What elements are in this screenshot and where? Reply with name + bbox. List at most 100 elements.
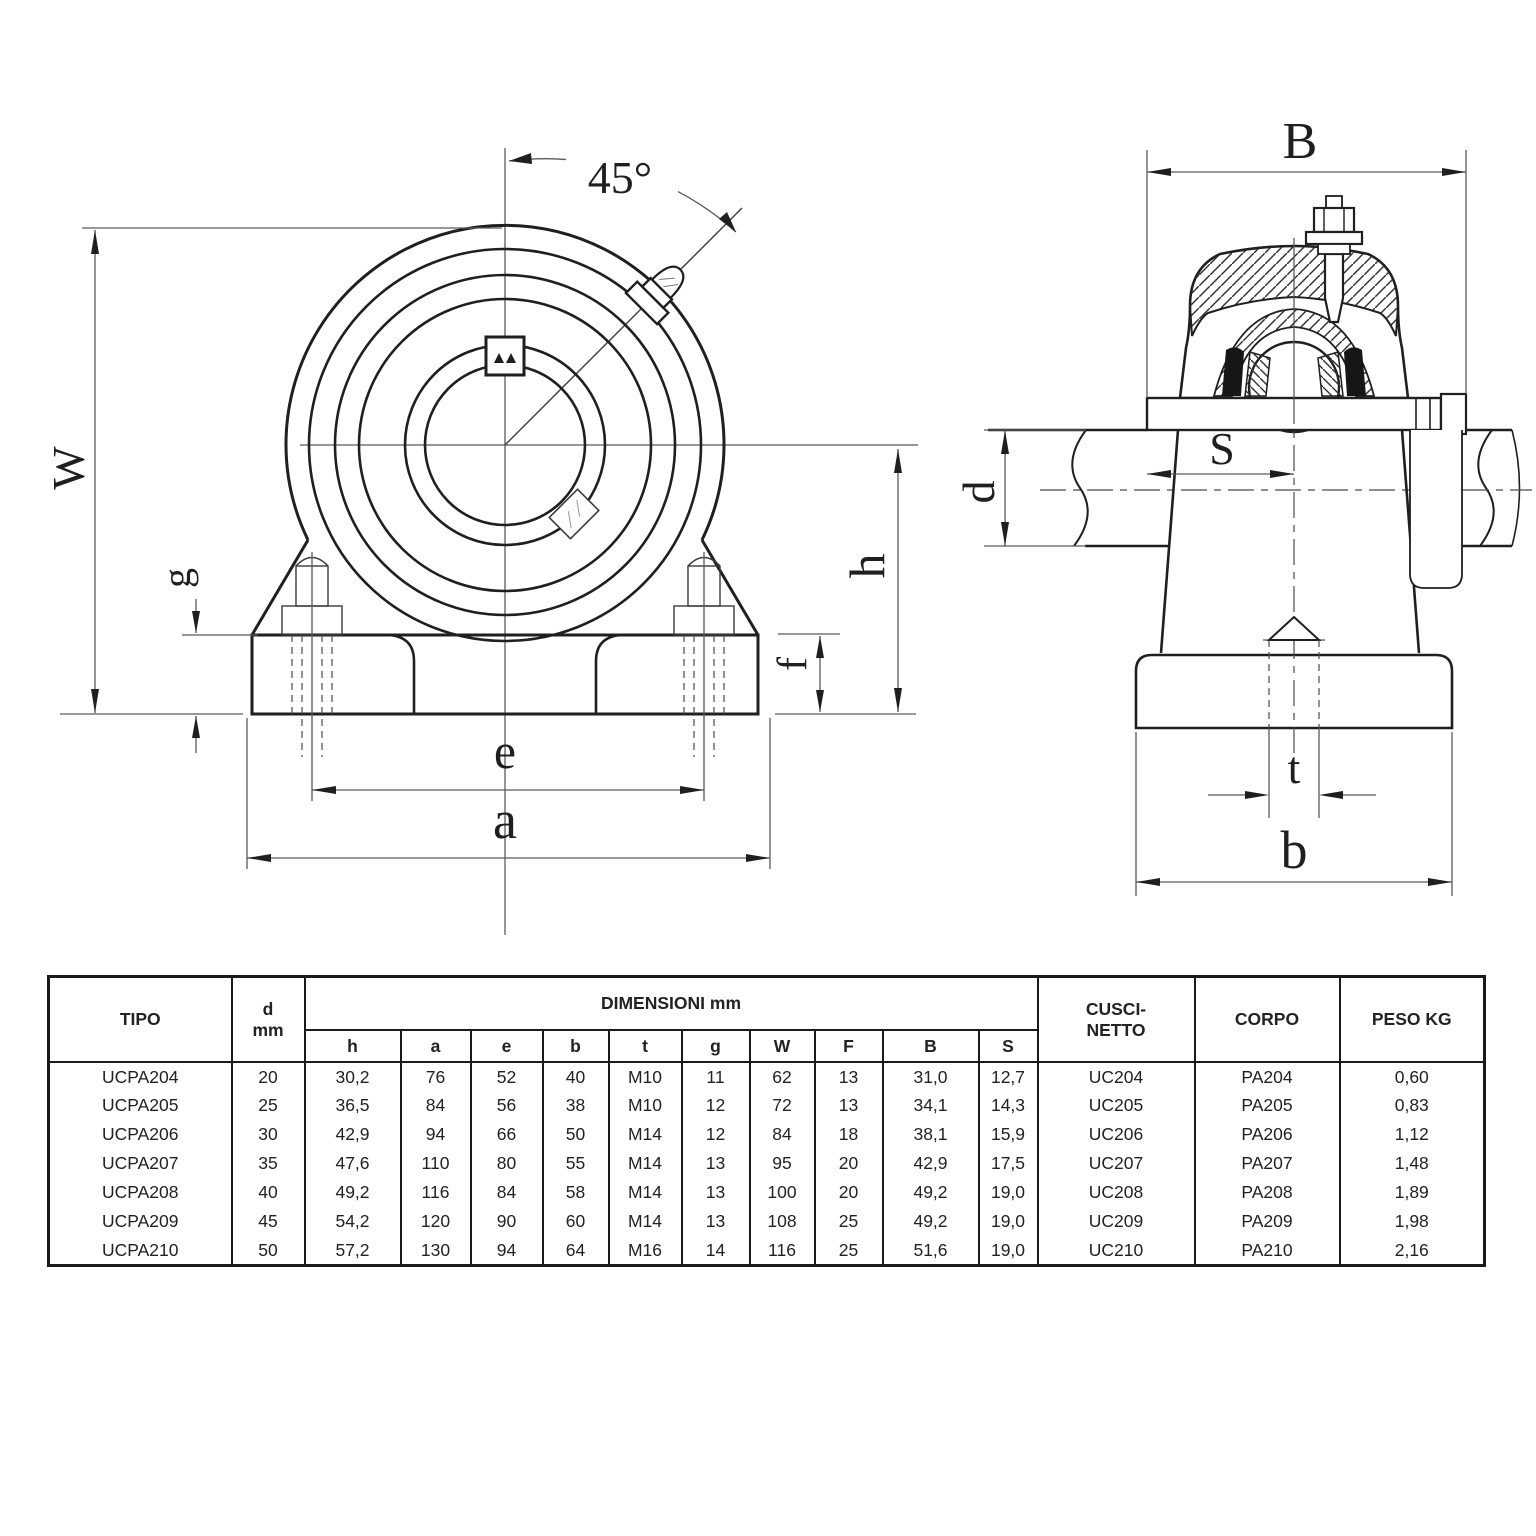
dimension-45deg — [508, 146, 737, 233]
table-cell: 51,6 — [881, 1236, 979, 1265]
table-cell: 60 — [541, 1207, 609, 1236]
dimension-h — [775, 449, 916, 715]
table-cell: 13 — [813, 1091, 883, 1120]
table-cell: 38,1 — [881, 1120, 979, 1149]
dimension-g — [182, 599, 258, 753]
table-cell: 95 — [748, 1149, 815, 1178]
table-cell: 66 — [469, 1120, 543, 1149]
table-cell: PA209 — [1193, 1207, 1340, 1236]
table-cell: 100 — [748, 1178, 815, 1207]
table-cell: 55 — [541, 1149, 609, 1178]
label-angle-45: 45° — [588, 152, 652, 203]
table-cell: 84 — [399, 1091, 471, 1120]
sub-header-W: W — [748, 1029, 815, 1062]
table-cell: 0,60 — [1338, 1061, 1485, 1091]
outer-ring-section — [1212, 308, 1376, 397]
inner-ring-left — [1244, 351, 1271, 397]
dimension-table-container: TIPO d mm DIMENSIONI mm CUSCI- NETTO COR… — [47, 975, 1486, 1267]
table-cell: UC207 — [1036, 1149, 1195, 1178]
table-cell: 31,0 — [881, 1061, 979, 1091]
dimension-t — [1208, 791, 1376, 799]
set-screw-top — [484, 335, 526, 377]
table-cell: M14 — [607, 1178, 682, 1207]
table-cell: M10 — [607, 1061, 682, 1091]
table-cell: 1,12 — [1338, 1120, 1485, 1149]
sub-header-h: h — [303, 1029, 401, 1062]
dimension-B — [1146, 150, 1467, 398]
table-cell: 12 — [680, 1091, 750, 1120]
sub-header-g: g — [680, 1029, 750, 1062]
col-header-peso: PESO KG — [1338, 976, 1485, 1062]
dimension-f — [778, 633, 840, 712]
table-cell: 94 — [399, 1120, 471, 1149]
seal-right — [1344, 347, 1366, 396]
table-cell: UCPA210 — [47, 1236, 232, 1265]
table-cell: 19,0 — [977, 1178, 1038, 1207]
sub-header-t: t — [607, 1029, 682, 1062]
table-cell: 94 — [469, 1236, 543, 1265]
table-cell: 1,89 — [1338, 1178, 1485, 1207]
table-cell: 54,2 — [303, 1207, 401, 1236]
col-header-tipo: TIPO — [47, 976, 232, 1062]
table-cell: 52 — [469, 1061, 543, 1091]
table-cell: 20 — [813, 1178, 883, 1207]
table-cell: M14 — [607, 1149, 682, 1178]
table-cell: UCPA204 — [47, 1061, 232, 1091]
front-view: 45° W g e a h f — [43, 146, 918, 935]
table-cell: 58 — [541, 1178, 609, 1207]
technical-drawing: 45° W g e a h f — [43, 113, 1532, 935]
label-B: B — [1283, 113, 1318, 170]
seal-left — [1222, 347, 1244, 396]
table-cell: 12 — [680, 1120, 750, 1149]
table-cell: 11 — [680, 1061, 750, 1091]
side-view: B S d t b — [953, 113, 1532, 896]
table-cell: 13 — [813, 1061, 883, 1091]
col-header-cuscinetto: CUSCI- NETTO — [1036, 976, 1195, 1062]
sub-header-b: b — [541, 1029, 609, 1062]
table-cell: 25 — [813, 1236, 883, 1265]
front-view-base — [250, 633, 760, 716]
set-screw-side — [548, 488, 600, 540]
col-header-dimensioni: DIMENSIONI mm — [303, 976, 1038, 1031]
sub-header-a: a — [399, 1029, 471, 1062]
table-cell: 76 — [399, 1061, 471, 1091]
table-cell: 116 — [748, 1236, 815, 1265]
table-cell: 36,5 — [303, 1091, 401, 1120]
table-cell: 49,2 — [881, 1207, 979, 1236]
table-cell: UCPA207 — [47, 1149, 232, 1178]
table-cell: 50 — [541, 1120, 609, 1149]
table-cell: 64 — [541, 1236, 609, 1265]
sub-header-B: B — [881, 1029, 979, 1062]
sub-header-F: F — [813, 1029, 883, 1062]
table-cell: 40 — [541, 1061, 609, 1091]
table-cell: 13 — [680, 1207, 750, 1236]
label-d: d — [953, 481, 1004, 504]
table-cell: PA206 — [1193, 1120, 1340, 1149]
table-cell: 49,2 — [303, 1178, 401, 1207]
grease-fitting-side — [1304, 195, 1364, 324]
dimension-S — [1147, 470, 1294, 478]
table-cell: PA204 — [1193, 1061, 1340, 1091]
table-cell: 90 — [469, 1207, 543, 1236]
diagonal-45-line — [504, 207, 743, 446]
table-cell: 30,2 — [303, 1061, 401, 1091]
table-cell: 42,9 — [303, 1120, 401, 1149]
dimensions-table: TIPO d mm DIMENSIONI mm CUSCI- NETTO COR… — [47, 975, 1486, 1267]
table-cell: 1,48 — [1338, 1149, 1485, 1178]
label-g: g — [154, 568, 199, 588]
table-cell: 49,2 — [881, 1178, 979, 1207]
table-cell: 38 — [541, 1091, 609, 1120]
table-cell: 110 — [399, 1149, 471, 1178]
dimension-W — [60, 227, 502, 715]
table-cell: 15,9 — [977, 1120, 1038, 1149]
table-cell: 42,9 — [881, 1149, 979, 1178]
table-cell: UC206 — [1036, 1120, 1195, 1149]
table-cell: 17,5 — [977, 1149, 1038, 1178]
sub-header-S: S — [977, 1029, 1038, 1062]
